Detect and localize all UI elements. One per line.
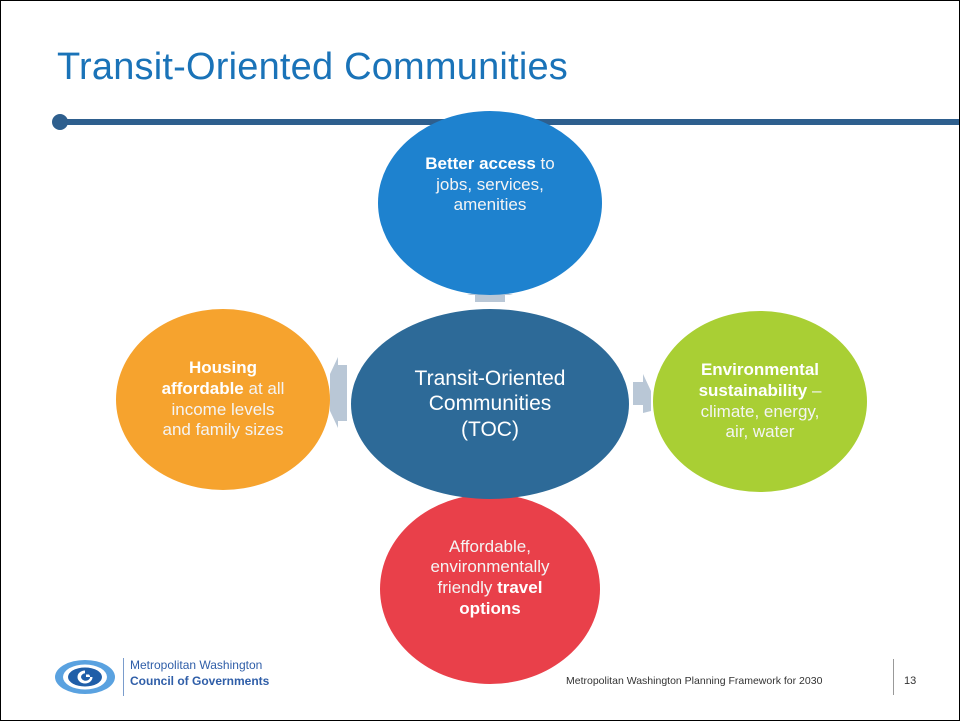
- housing-line3: income levels: [171, 399, 275, 419]
- housing-line4: and family sizes: [162, 420, 284, 440]
- access-line2: jobs, services,: [436, 174, 544, 194]
- logo-line1: Metropolitan Washington: [130, 658, 263, 672]
- travel-highlight: travel: [497, 578, 543, 597]
- access-text: to: [535, 153, 555, 173]
- logo-line2: Council of Governments: [130, 673, 270, 688]
- travel-circle: Affordable, environmentally friendly tra…: [380, 494, 600, 684]
- housing-circle: Housing affordable at all income levels …: [116, 309, 330, 490]
- toc-line3: (TOC): [461, 417, 519, 441]
- page-number: 13: [904, 675, 917, 687]
- slide-title: Transit-Oriented Communities: [57, 46, 569, 88]
- housing-highlight: affordable: [161, 378, 244, 398]
- travel-line1: Affordable,: [449, 536, 531, 556]
- arrow-right-icon: [633, 374, 651, 413]
- access-circle: Better access to jobs, services, ameniti…: [378, 111, 602, 295]
- environment-line4: air, water: [725, 422, 795, 442]
- environment-line1: Environmental: [700, 360, 820, 380]
- environment-text: –: [807, 380, 822, 400]
- environment-circle: Environmental sustainability – climate, …: [653, 311, 867, 492]
- footer-divider: [893, 659, 894, 695]
- travel-line2: environmentally: [430, 557, 550, 577]
- cog-logo-text: Metropolitan Washington Council of Gover…: [123, 658, 269, 696]
- arrow-left-icon: [330, 357, 347, 428]
- environment-highlight: sustainability: [698, 380, 808, 400]
- housing-line1: Housing: [188, 358, 257, 378]
- toc-center-circle: Transit-Oriented Communities (TOC): [351, 309, 629, 499]
- housing-text: at all: [243, 378, 285, 398]
- toc-line2: Communities: [428, 392, 552, 416]
- access-line3: amenities: [453, 195, 527, 215]
- toc-line1: Transit-Oriented: [414, 367, 566, 391]
- footer-text: Metropolitan Washington Planning Framewo…: [566, 675, 823, 687]
- environment-line3: climate, energy,: [700, 401, 820, 421]
- title-rule-dot: [52, 114, 68, 130]
- access-highlight: Better access: [425, 153, 536, 173]
- travel-line4: options: [459, 598, 521, 618]
- travel-text: friendly: [437, 578, 498, 597]
- cog-logo-icon: [55, 660, 115, 694]
